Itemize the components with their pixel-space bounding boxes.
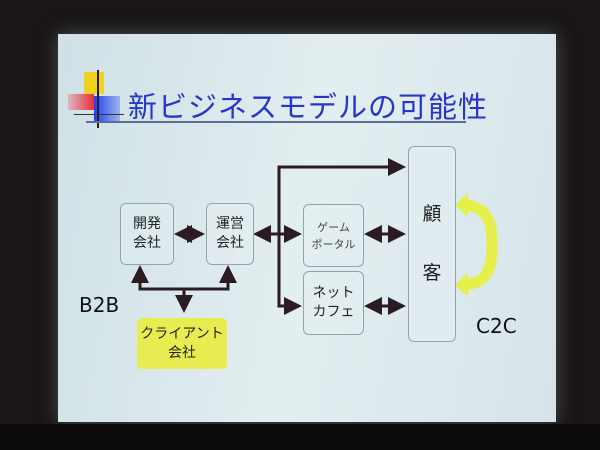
slide-title: 新ビジネスモデルの可能性: [128, 90, 489, 124]
stage-floor: [0, 424, 600, 450]
arrow-operator-cafe: [277, 234, 302, 315]
customer-label-bottom: 客: [422, 262, 442, 284]
node-game-portal: ゲーム ポータル: [303, 204, 364, 267]
arrow-companies-link: [131, 265, 237, 291]
label-c2c: C2C: [476, 314, 517, 338]
title-decoration-icon: [66, 70, 126, 130]
customer-label-top: 顧: [422, 203, 442, 225]
arrow-operator-customer: [277, 158, 406, 234]
node-customer: 顧 客: [408, 146, 456, 342]
c2c-loop-arrow: [455, 193, 498, 297]
label-b2b: B2B: [79, 293, 120, 317]
node-client: クライアント 会社: [137, 318, 227, 369]
node-net-cafe: ネット カフェ: [303, 271, 364, 335]
node-operator: 運営 会社: [206, 203, 254, 265]
title-underline: [86, 121, 466, 123]
node-developer: 開発 会社: [120, 203, 174, 265]
